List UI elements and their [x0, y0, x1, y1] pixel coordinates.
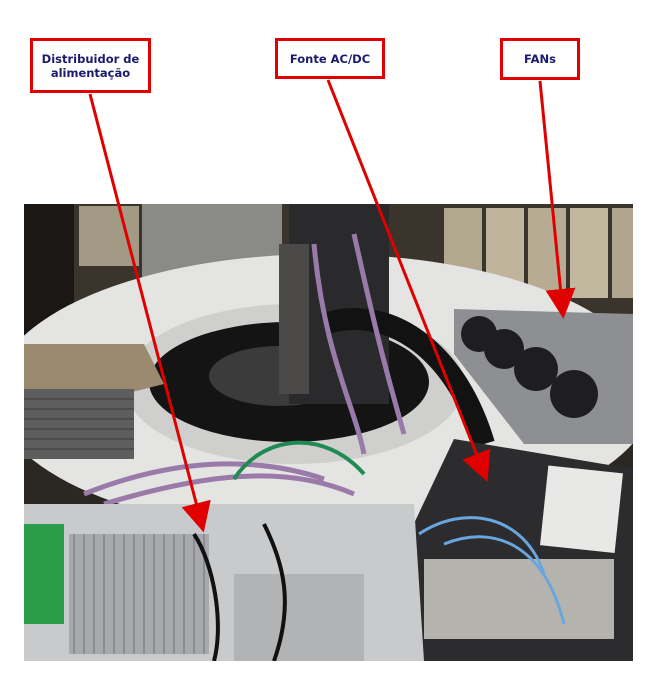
label-fonte: Fonte AC/DC	[275, 38, 385, 79]
label-fans: FANs	[500, 38, 580, 80]
label-distribuidor: Distribuidor de alimentação	[30, 38, 151, 93]
arrow-distribuidor	[88, 93, 211, 533]
arrow-fonte	[326, 79, 491, 482]
arrow-fans	[538, 80, 576, 319]
